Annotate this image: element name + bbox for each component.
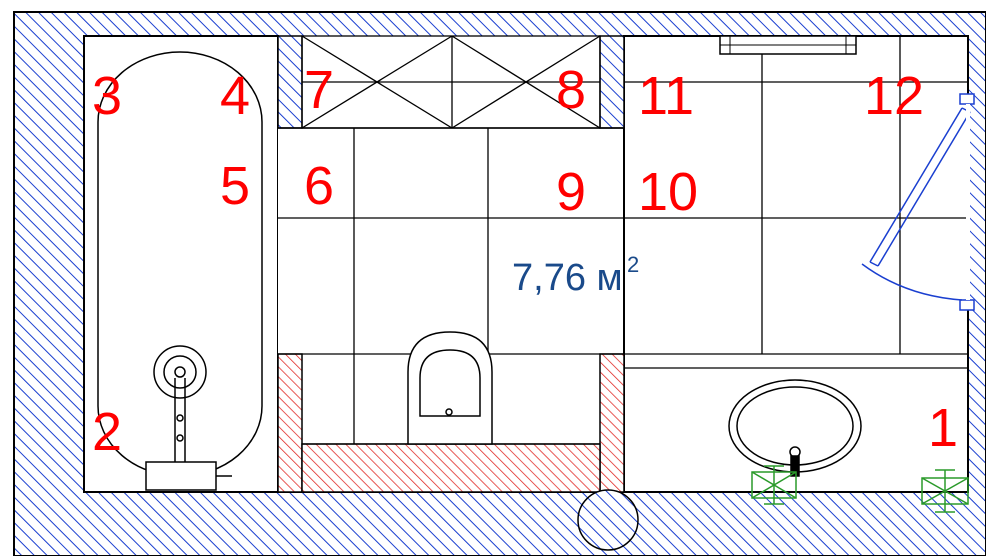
label-10: 10 bbox=[638, 162, 698, 222]
label-12: 12 bbox=[864, 66, 924, 126]
area-unit-superscript: 2 bbox=[627, 252, 639, 277]
label-4: 4 bbox=[220, 66, 250, 126]
valve-icon bbox=[921, 469, 969, 513]
label-6: 6 bbox=[304, 156, 334, 216]
label-9: 9 bbox=[556, 162, 586, 222]
drain-circle-icon bbox=[577, 489, 639, 551]
door-swing-icon bbox=[861, 93, 975, 311]
area-value: 7,76 м bbox=[512, 257, 623, 299]
bathtub-icon bbox=[97, 51, 263, 491]
label-11: 11 bbox=[638, 66, 694, 126]
walls bbox=[13, 11, 986, 556]
toilet-icon bbox=[407, 331, 493, 445]
valve-icon bbox=[751, 465, 797, 505]
label-2: 2 bbox=[92, 402, 122, 462]
niche-cross-marks bbox=[301, 35, 601, 129]
toilet-boxing bbox=[277, 353, 625, 493]
label-7: 7 bbox=[304, 60, 334, 120]
label-5: 5 bbox=[220, 156, 250, 216]
label-3: 3 bbox=[92, 66, 122, 126]
tile-labels: 1 2 3 4 5 6 7 8 9 10 11 12 bbox=[92, 60, 958, 462]
label-1: 1 bbox=[928, 398, 958, 458]
window bbox=[719, 35, 857, 55]
label-8: 8 bbox=[556, 60, 586, 120]
area-label: 7,76 м 2 bbox=[512, 252, 639, 299]
